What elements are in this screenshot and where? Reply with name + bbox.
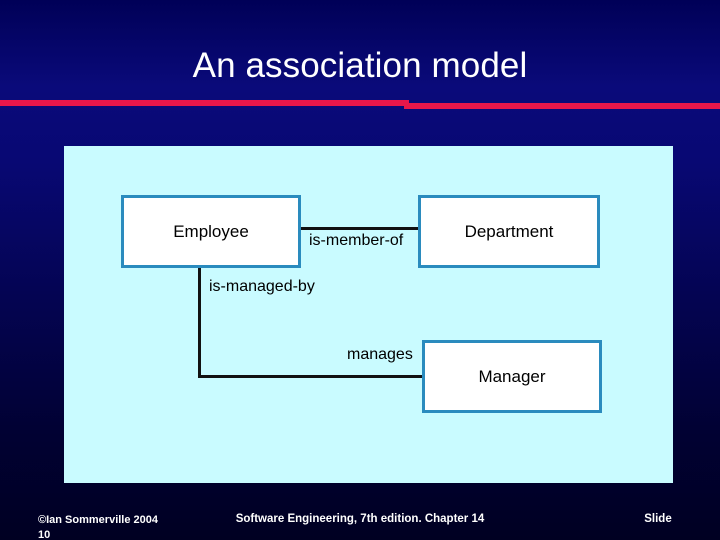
- association-line-is-managed-by: [198, 266, 201, 378]
- entity-label-manager: Manager: [478, 366, 546, 386]
- footer-copyright: ©Ian Sommerville 2004 10: [38, 513, 258, 540]
- page-title: An association model: [192, 46, 528, 85]
- entity-box-department[interactable]: Department: [418, 195, 600, 268]
- footer-book-reference: Software Engineering, 7th edition. Chapt…: [235, 513, 485, 525]
- entity-label-department: Department: [464, 221, 554, 241]
- footer-copyright-line1: ©Ian Sommerville 2004: [38, 514, 159, 526]
- entity-label-employee: Employee: [173, 221, 249, 241]
- entity-box-employee[interactable]: Employee: [121, 195, 301, 268]
- association-line-manages: [198, 375, 424, 378]
- association-label-is-member-of: is-member-of: [309, 232, 404, 249]
- association-label-manages: manages: [347, 346, 413, 363]
- entity-box-manager[interactable]: Manager: [422, 340, 602, 413]
- footer-slide-number: Slide: [644, 513, 672, 525]
- title-rule-right: [404, 103, 720, 109]
- association-line-is-member-of: [299, 227, 420, 230]
- diagram-panel: Employee Department Manager is-member-of…: [64, 146, 673, 483]
- title-rule-left: [0, 100, 409, 106]
- footer-copyright-line2: 10: [38, 529, 51, 540]
- association-label-is-managed-by: is-managed-by: [209, 278, 315, 295]
